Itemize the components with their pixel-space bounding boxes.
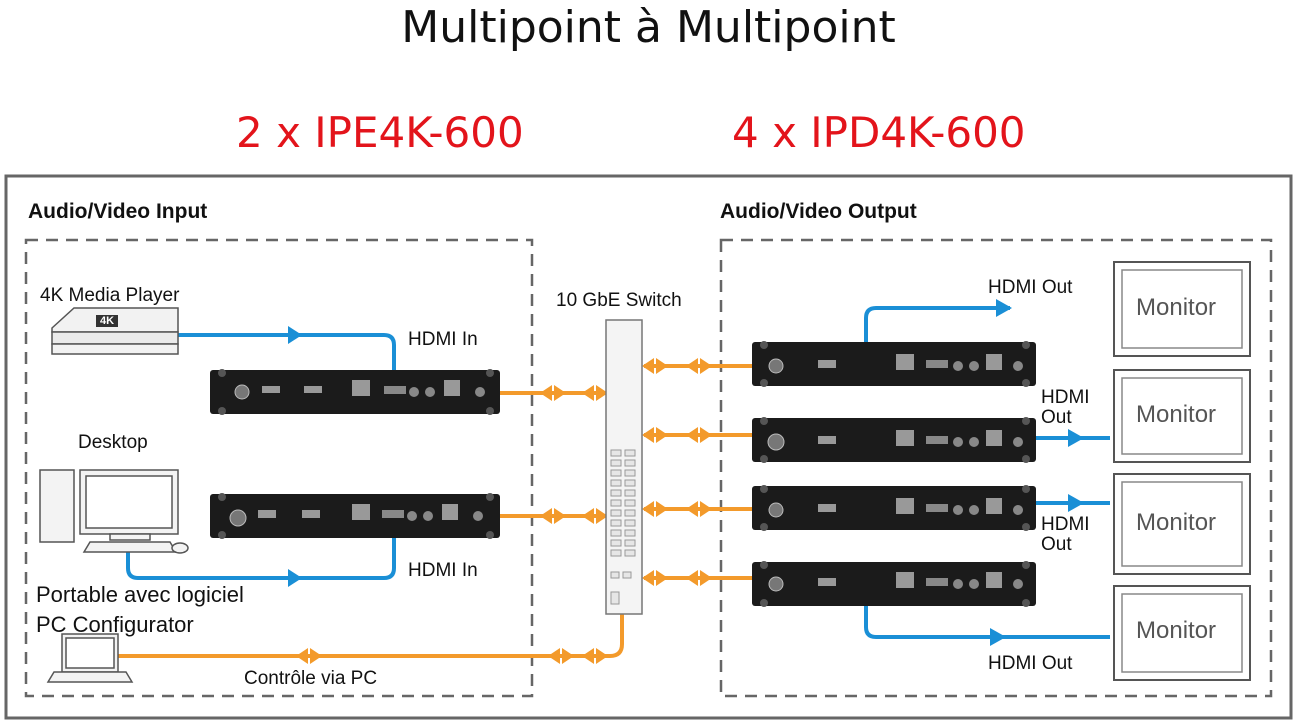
- output-zone: [719, 238, 1273, 698]
- decoder-4: [752, 561, 1036, 607]
- hdmi-out-label-2b: Out: [1041, 407, 1072, 428]
- monitor-label-3: Monitor: [1136, 509, 1217, 536]
- diagram-title: Multipoint à Multipoint: [401, 2, 896, 53]
- media-player-label: 4K Media Player: [40, 285, 180, 306]
- hdmi-out-label-1: HDMI Out: [988, 277, 1073, 298]
- decoder-2: [752, 417, 1036, 463]
- encoders-label: 2 x IPE4K-600: [236, 108, 524, 157]
- monitor-label-4: Monitor: [1136, 617, 1217, 644]
- laptop-label-line2: PC Configurator: [36, 612, 194, 637]
- hdmi-in-label-1: HDMI In: [408, 329, 478, 350]
- decoder-1: [752, 341, 1036, 387]
- desktop-label: Desktop: [78, 432, 148, 453]
- hdmi-links: [126, 306, 1110, 639]
- network-switch: [605, 319, 643, 615]
- network-arrowheads: [296, 358, 712, 664]
- monitor-frames: [1113, 261, 1251, 681]
- media-player-badge: 4K: [96, 315, 119, 327]
- monitor-label-1: Monitor: [1136, 294, 1217, 321]
- hdmi-out-label-3a: HDMI: [1041, 514, 1090, 535]
- control-label: Contrôle via PC: [244, 668, 378, 689]
- decoder-3: [752, 485, 1036, 531]
- input-section-label: Audio/Video Input: [28, 200, 208, 223]
- monitor-label-2: Monitor: [1136, 401, 1217, 428]
- laptop: [46, 633, 134, 683]
- hdmi-arrowheads: [288, 299, 1084, 646]
- decoders-label: 4 x IPD4K-600: [732, 108, 1026, 157]
- hdmi-in-label-2: HDMI In: [408, 560, 478, 581]
- hdmi-out-label-4: HDMI Out: [988, 653, 1073, 674]
- desktop-pc: [39, 469, 189, 554]
- laptop-label-line1: Portable avec logiciel: [36, 582, 244, 607]
- hdmi-out-label-3b: Out: [1041, 534, 1072, 555]
- output-section-label: Audio/Video Output: [720, 200, 917, 223]
- hdmi-out-label-2a: HDMI: [1041, 387, 1090, 408]
- outer-frame: [4, 174, 1293, 720]
- switch-label: 10 GbE Switch: [556, 290, 682, 311]
- encoder-1: [210, 369, 500, 415]
- encoder-2: [210, 493, 500, 539]
